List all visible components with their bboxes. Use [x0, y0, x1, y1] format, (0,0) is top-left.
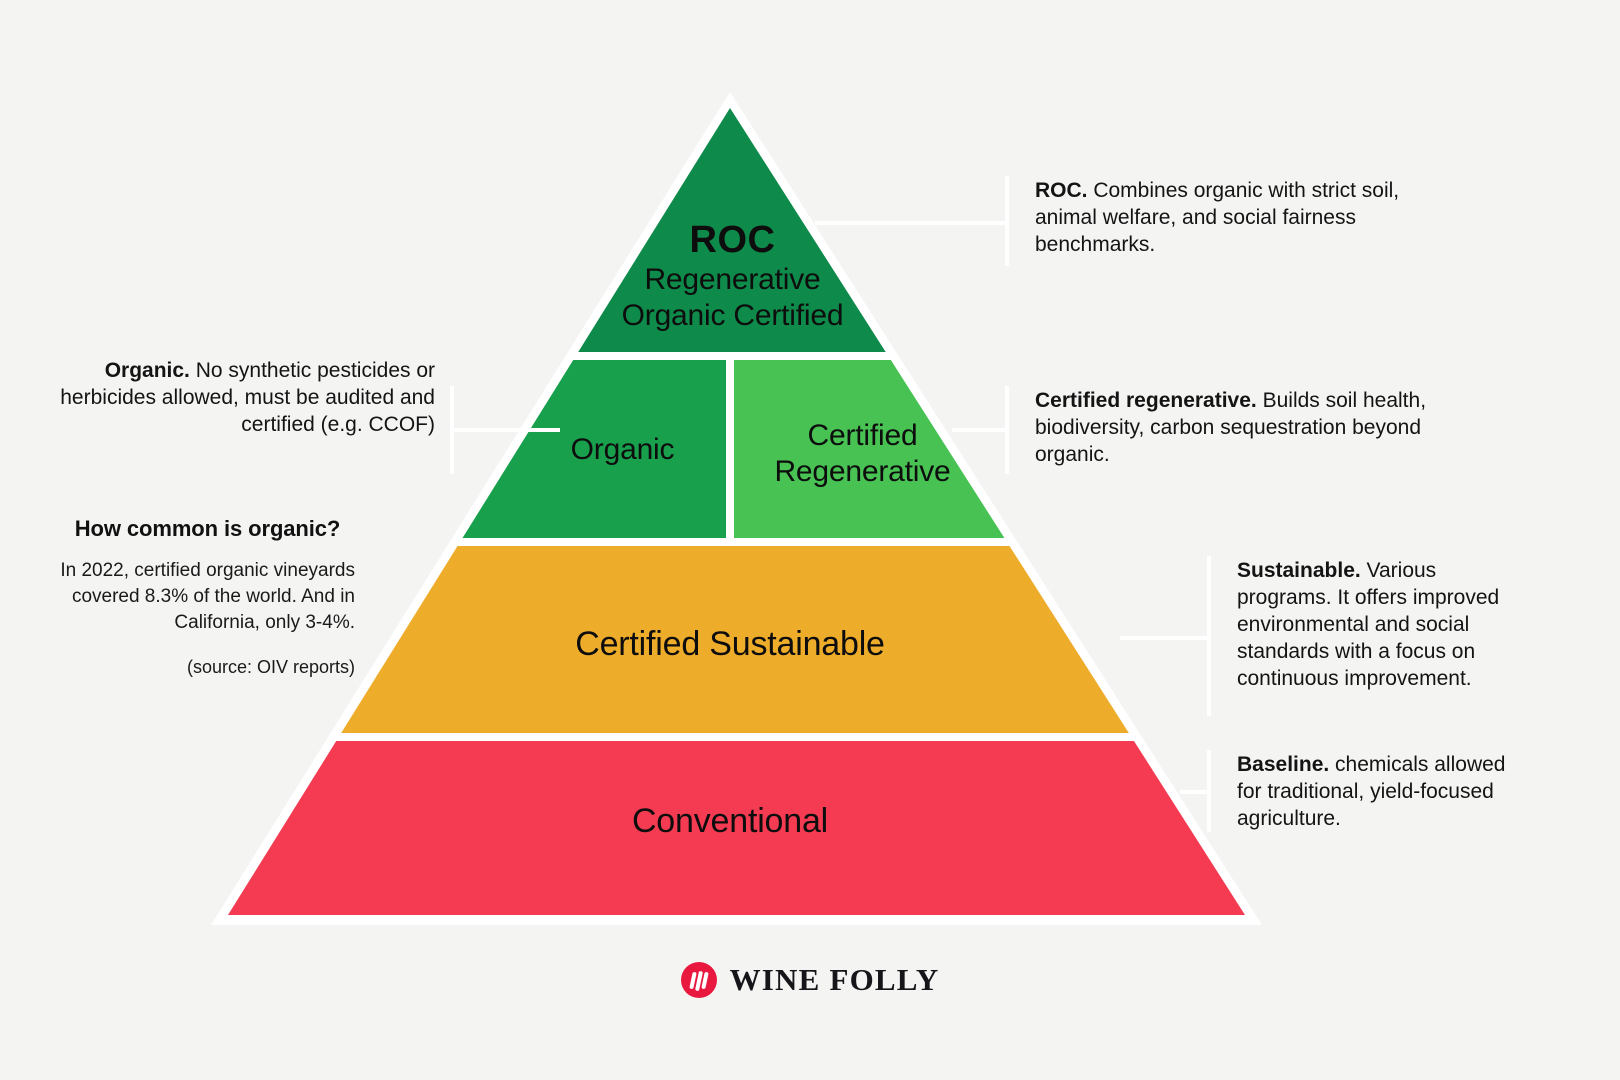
callout-roc: ROC. Combines organic with strict soil, …: [1035, 178, 1405, 259]
callout-roc-text: Combines organic with strict soil, anima…: [1035, 179, 1400, 256]
stat-block-body: In 2022, certified organic vineyards cov…: [60, 560, 355, 634]
connector-roc-vertical: [1005, 176, 1009, 266]
wine-folly-logo-icon: [680, 962, 717, 998]
connector-sustainable-horizontal: [1120, 636, 1207, 640]
callout-roc-lead: ROC.: [1035, 179, 1088, 202]
callout-baseline-text: chemicals allowed for traditional, yield…: [1237, 753, 1506, 830]
stat-block-title: How common is organic?: [74, 516, 341, 541]
callout-sustain-text: Various programs. It offers improved env…: [1237, 559, 1500, 690]
callout-certreg-lead: Certified regenerative.: [1035, 389, 1257, 412]
callout-sustainable: Sustainable. Various programs. It offers…: [1237, 558, 1507, 692]
connector-baseline-vertical: [1207, 750, 1211, 832]
callout-certreg-text: Builds soil health, biodiversity, carbon…: [1035, 389, 1427, 466]
stat-block-source: (source: OIV reports): [186, 656, 355, 677]
connector-organic-horizontal: [450, 428, 560, 432]
footer-brand: WINE FOLLY: [0, 962, 1620, 998]
callout-certified-regenerative: Certified regenerative. Builds soil heal…: [1035, 388, 1465, 469]
connector-roc-horizontal: [815, 221, 1005, 225]
connector-organic-vertical: [450, 386, 454, 474]
connector-certreg-horizontal: [952, 428, 1005, 432]
callout-organic-text: No synthetic pesticides or herbicides al…: [60, 359, 435, 436]
connector-baseline-horizontal: [1180, 790, 1207, 794]
callout-baseline-lead: Baseline.: [1237, 753, 1330, 776]
stat-block: How common is organic? In 2022, certifie…: [60, 516, 355, 678]
tier-conventional: [228, 741, 1245, 915]
connector-sustainable-vertical: [1207, 556, 1211, 716]
callout-organic-lead: Organic.: [104, 359, 190, 382]
brand-name: WINE FOLLY: [729, 962, 940, 997]
connector-certreg-vertical: [1005, 386, 1009, 474]
callout-baseline: Baseline. chemicals allowed for traditio…: [1237, 752, 1507, 833]
callout-sustain-lead: Sustainable.: [1237, 559, 1361, 582]
callout-organic: Organic. No synthetic pesticides or herb…: [60, 358, 435, 439]
